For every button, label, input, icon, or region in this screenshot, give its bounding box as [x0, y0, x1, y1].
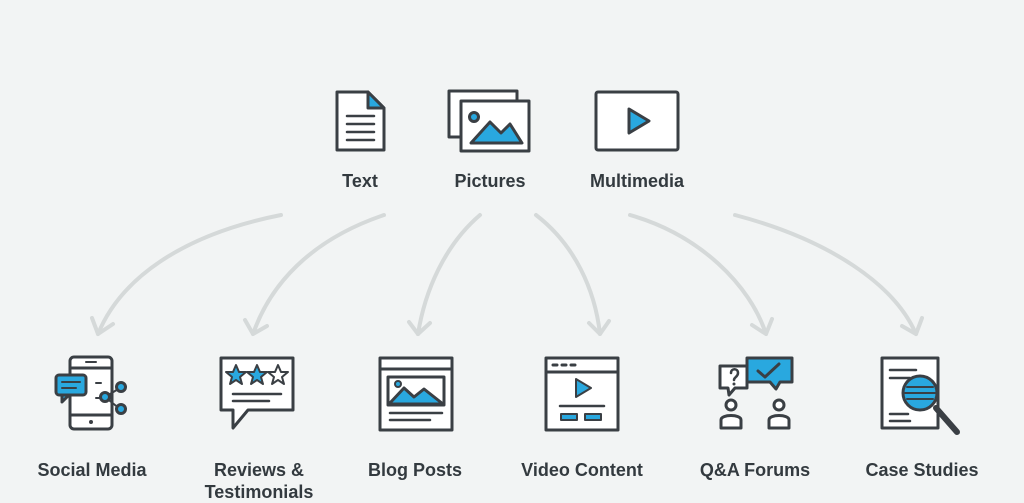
document-icon [335, 90, 386, 152]
output-label-qa-forums: Q&A Forums [699, 460, 811, 480]
qa-chat-icon [718, 356, 794, 430]
blog-post-icon [378, 356, 454, 432]
output-label-blog-posts: Blog Posts [367, 460, 462, 480]
arrow-multimedia-to-qa-forums [628, 213, 774, 336]
smartphone-share-icon [54, 355, 127, 431]
arrow-text-to-social-media [90, 213, 283, 336]
arrow-pictures-to-blog-posts [407, 213, 482, 336]
output-label-reviews: Reviews & Testimonials [204, 460, 314, 502]
arrow-multimedia-to-case-studies [733, 213, 924, 336]
source-label-multimedia: Multimedia [589, 171, 684, 191]
video-window-icon [544, 356, 620, 432]
output-label-social-media: Social Media [37, 460, 147, 480]
output-label-video-content: Video Content [521, 460, 643, 480]
output-label-case-studies: Case Studies [865, 460, 979, 480]
magnifier-document-icon [880, 356, 960, 435]
arrow-text-to-reviews [243, 213, 386, 336]
star-rating-bubble-icon [219, 356, 295, 430]
source-label-text: Text [342, 171, 378, 191]
pictures-icon [447, 89, 531, 153]
video-play-icon [594, 90, 680, 152]
source-label-pictures: Pictures [454, 171, 526, 191]
arrow-pictures-to-video-content [534, 213, 611, 336]
